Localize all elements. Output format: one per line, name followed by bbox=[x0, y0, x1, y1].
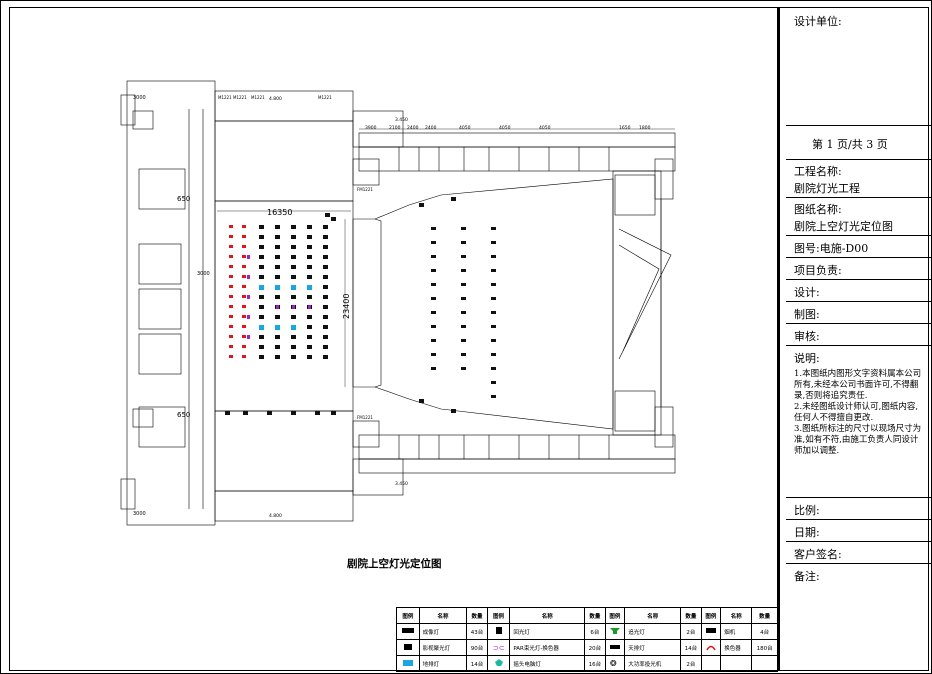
notes-cell: 说明: bbox=[786, 345, 932, 497]
drawing-no-cell: 图号:电施-D00 bbox=[786, 235, 932, 257]
legend-row: 影视聚光灯 90台 ⊃⊂ PAR束光灯-换色器 20台 天排灯 14台 换色器 … bbox=[396, 639, 778, 656]
svg-text:⊃⊂: ⊃⊂ bbox=[493, 644, 505, 651]
svg-text:2400: 2400 bbox=[425, 125, 437, 131]
door-tag-3: M1221 bbox=[251, 95, 265, 100]
svg-text:2400: 2400 bbox=[407, 125, 419, 131]
moving-head-icon bbox=[486, 655, 511, 672]
follow-spot-icon bbox=[604, 623, 626, 640]
svg-text:4050: 4050 bbox=[499, 125, 511, 131]
dim-4800-top: 4.800 bbox=[269, 96, 282, 102]
svg-text:4050: 4050 bbox=[459, 125, 471, 131]
dim-650-a: 650 bbox=[177, 195, 190, 203]
fm-tag-2: FM1221 bbox=[357, 415, 373, 420]
drawing-name: 剧院上空灯光定位图 bbox=[794, 220, 893, 233]
dim-3450-bot: 3.450 bbox=[395, 481, 408, 487]
dim-3000-b: 3000 bbox=[197, 271, 210, 277]
svg-text:1650: 1650 bbox=[619, 125, 631, 131]
project-name: 剧院灯光工程 bbox=[794, 182, 860, 195]
dim-650-b: 650 bbox=[177, 411, 190, 419]
stage-fixtures bbox=[419, 197, 496, 413]
dim-23400: 23400 bbox=[342, 294, 351, 319]
page-info-cell: 第 1 页/共 3 页 bbox=[786, 125, 932, 159]
svg-text:3900: 3900 bbox=[365, 125, 377, 131]
drawing-no: 图号:电施-D00 bbox=[794, 242, 869, 255]
seating-area bbox=[225, 213, 336, 415]
door-tag-2: M1221 bbox=[233, 95, 247, 100]
ground-row-light-icon bbox=[396, 655, 420, 672]
drawing-title: 剧院上空灯光定位图 bbox=[347, 558, 442, 570]
page-info: 第 1 页/共 3 页 bbox=[812, 138, 888, 151]
par-light-icon: ⊃⊂ bbox=[486, 639, 511, 656]
door-tag-4: M1221 bbox=[318, 95, 332, 100]
dim-3000-c: 3000 bbox=[133, 511, 146, 517]
design-unit-cell: 设计单位: bbox=[786, 7, 932, 125]
svg-text:4050: 4050 bbox=[539, 125, 551, 131]
door-tag-1: M1221 bbox=[218, 95, 232, 100]
dim-4800-bot: 4.800 bbox=[269, 513, 282, 519]
projector-icon: ❂ bbox=[604, 655, 626, 672]
legend-row: 成像灯 43台 回光灯 6台 追光灯 2台 烟机 4台 bbox=[396, 623, 778, 640]
legend-table: 图例 名称 数量 图例 名称 数量 图例 名称 数量 图例 名称 数量 成像灯 … bbox=[396, 607, 778, 672]
film-spotlight-icon bbox=[396, 639, 420, 656]
cyclorama-light-icon bbox=[604, 639, 626, 656]
title-block: 设计单位: 第 1 页/共 3 页 工程名称: 剧院灯光工程 图纸名称: 剧院上… bbox=[777, 7, 932, 671]
svg-text:2100: 2100 bbox=[389, 125, 401, 131]
dim-3000-a: 3000 bbox=[133, 95, 146, 101]
smoke-machine-icon bbox=[700, 623, 722, 640]
legend-row: 地排灯 14台 摇头电脑灯 16台 ❂ 大功率投光机 2台 bbox=[396, 655, 778, 672]
fm-tag-1: FM1221 bbox=[357, 187, 373, 192]
reflector-light-icon bbox=[486, 623, 511, 640]
imaging-light-icon bbox=[396, 623, 420, 640]
notes-text: 1.本图纸内图形文字资料属本公司所有,未经本公司书面许可,不得翻录,否则将追究责… bbox=[794, 369, 922, 456]
project-name-cell: 工程名称: 剧院灯光工程 bbox=[786, 159, 932, 197]
design-unit-label: 设计单位: bbox=[794, 15, 842, 28]
color-changer-icon bbox=[700, 639, 722, 656]
top-dimension-row: 3900 2100 2400 2400 4050 4050 4050 1650 … bbox=[365, 125, 651, 131]
svg-text:1800: 1800 bbox=[639, 125, 651, 131]
svg-text:❂: ❂ bbox=[610, 659, 617, 667]
drawing-name-cell: 图纸名称: 剧院上空灯光定位图 bbox=[786, 197, 932, 235]
dim-16350: 16350 bbox=[267, 208, 292, 217]
dim-3450-top: 3.450 bbox=[395, 117, 408, 123]
floor-plan: 16350 23400 3000 3000 3000 650 650 4.800… bbox=[120, 80, 676, 526]
